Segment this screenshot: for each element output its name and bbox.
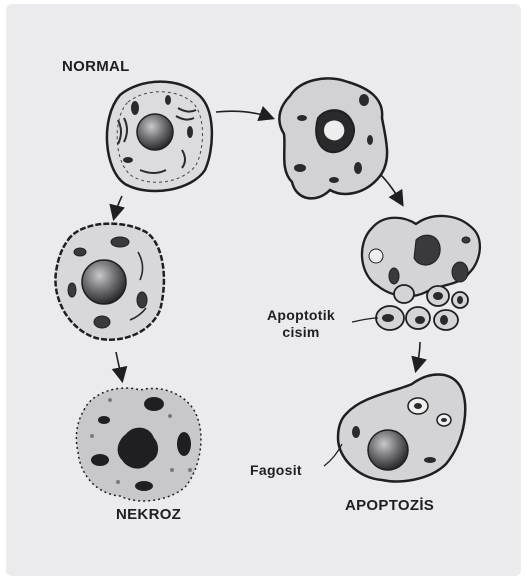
normal-cell <box>107 82 212 191</box>
arrow-shrunken-to-fragmenting <box>380 174 402 204</box>
phagocyte-nucleus <box>368 430 408 470</box>
swollen-nucleus <box>82 260 126 304</box>
apoptotik-line2: cisim <box>267 324 335 341</box>
phagocyte-cell <box>338 375 465 482</box>
swollen-cell <box>55 224 163 340</box>
shrunken-cell <box>279 78 387 198</box>
arrow-normal-to-shrunken <box>216 111 272 118</box>
normal-label: NORMAL <box>62 58 130 75</box>
normal-nucleus <box>137 114 173 150</box>
arrow-normal-to-swollen <box>114 196 122 218</box>
apoptozis-label: APOPTOZİS <box>345 497 434 514</box>
fragmenting-cell <box>362 216 480 296</box>
necrotic-cell <box>76 388 201 501</box>
fagosit-label: Fagosit <box>250 462 302 479</box>
arrow-bodies-to-phagocyte <box>416 342 420 370</box>
nekroz-label: NEKROZ <box>116 506 181 523</box>
arrow-swollen-to-necrotic <box>116 352 122 380</box>
apoptotik-line1: Apoptotik <box>267 307 335 324</box>
apoptotik-pointer <box>352 318 378 322</box>
apoptotik-cisim-label: Apoptotik cisim <box>267 307 335 341</box>
